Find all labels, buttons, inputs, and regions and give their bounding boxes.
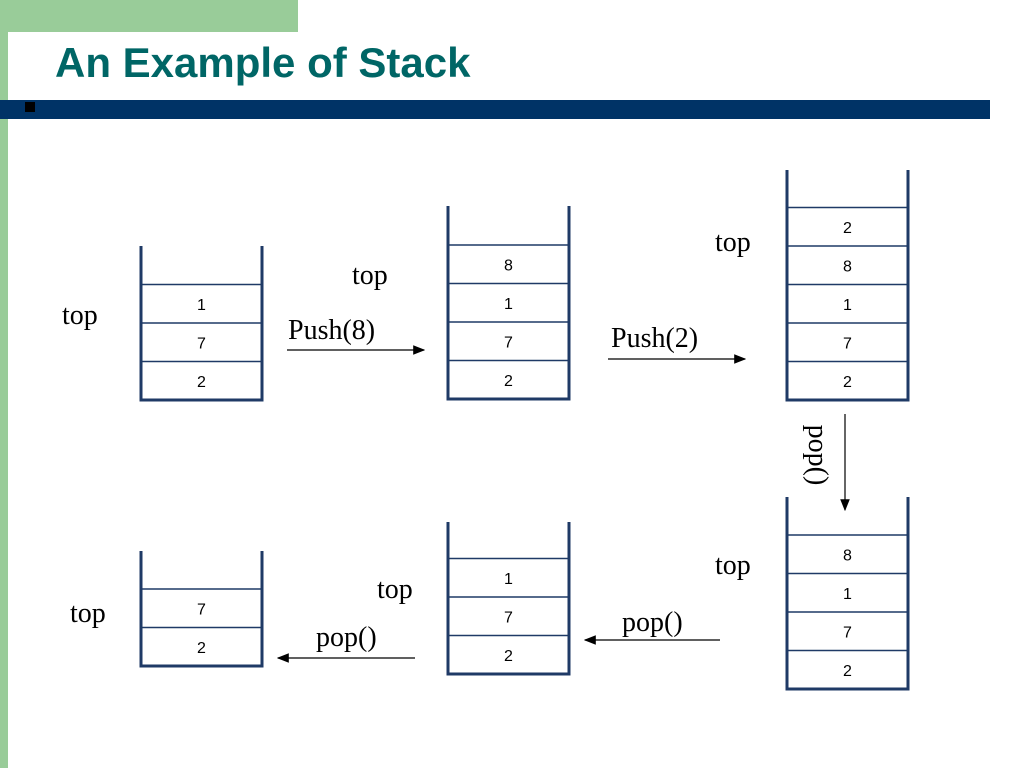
top-label-2: top (352, 260, 388, 291)
stack-cell-value: 7 (197, 601, 206, 618)
stack-6: 72 (139, 551, 264, 668)
stack-cell-value: 7 (504, 334, 513, 351)
stack-cell-value: 7 (843, 624, 852, 641)
stack-cell-value: 1 (504, 571, 513, 588)
top-decoration (0, 0, 298, 32)
stack-4: 8 1 7 2 (785, 497, 910, 691)
side-decoration (0, 0, 8, 768)
stack-1: 1 7 2 (139, 246, 264, 402)
stack-container (139, 551, 264, 668)
title-rule (0, 100, 990, 119)
stack-container (785, 497, 910, 691)
stack-cell-value: 2 (504, 373, 513, 390)
stack-cell-value: 1 (197, 297, 206, 314)
push2-label: Push(2) (611, 323, 699, 354)
push8-label: Push(8) (288, 315, 376, 346)
stack-cell-value: 2 (197, 374, 206, 391)
stack-cell-value: 7 (843, 335, 852, 352)
stack-cell-value: 1 (504, 296, 513, 313)
slide-title: An Example of Stack (55, 39, 471, 86)
stack-5: 1 7 2 (446, 522, 571, 676)
stack-cell-value: 7 (504, 609, 513, 626)
stack-cell-value: 8 (504, 257, 513, 274)
pop-label-rotated: pop() (802, 424, 833, 486)
pop-label-right: pop() (622, 607, 683, 638)
stack-cell-value: 8 (843, 547, 852, 564)
stack-cell-value: 2 (843, 374, 852, 391)
stack-cell-value: 2 (504, 648, 513, 665)
top-label-5: top (377, 574, 413, 605)
stack-3: 2 8 1 7 2 (785, 170, 910, 402)
stack-cell-value: 1 (843, 586, 852, 603)
top-label-4: top (715, 550, 751, 581)
pop-label-left: pop() (316, 622, 377, 653)
top-label-1: top (62, 300, 98, 331)
stack-cell-value: 2 (197, 640, 206, 657)
stack-container (446, 206, 571, 401)
stack-2: 8 1 7 2 (446, 206, 571, 401)
stack-cell-value: 1 (843, 297, 852, 314)
stack-cell-value: 2 (843, 663, 852, 680)
top-label-6: top (70, 598, 106, 629)
stack-cell-value: 7 (197, 335, 206, 352)
stack-container (446, 522, 571, 676)
stack-cell-value: 8 (843, 258, 852, 275)
top-label-3: top (715, 227, 751, 258)
stack-cell-value: 2 (843, 220, 852, 237)
rule-accent (25, 102, 35, 112)
